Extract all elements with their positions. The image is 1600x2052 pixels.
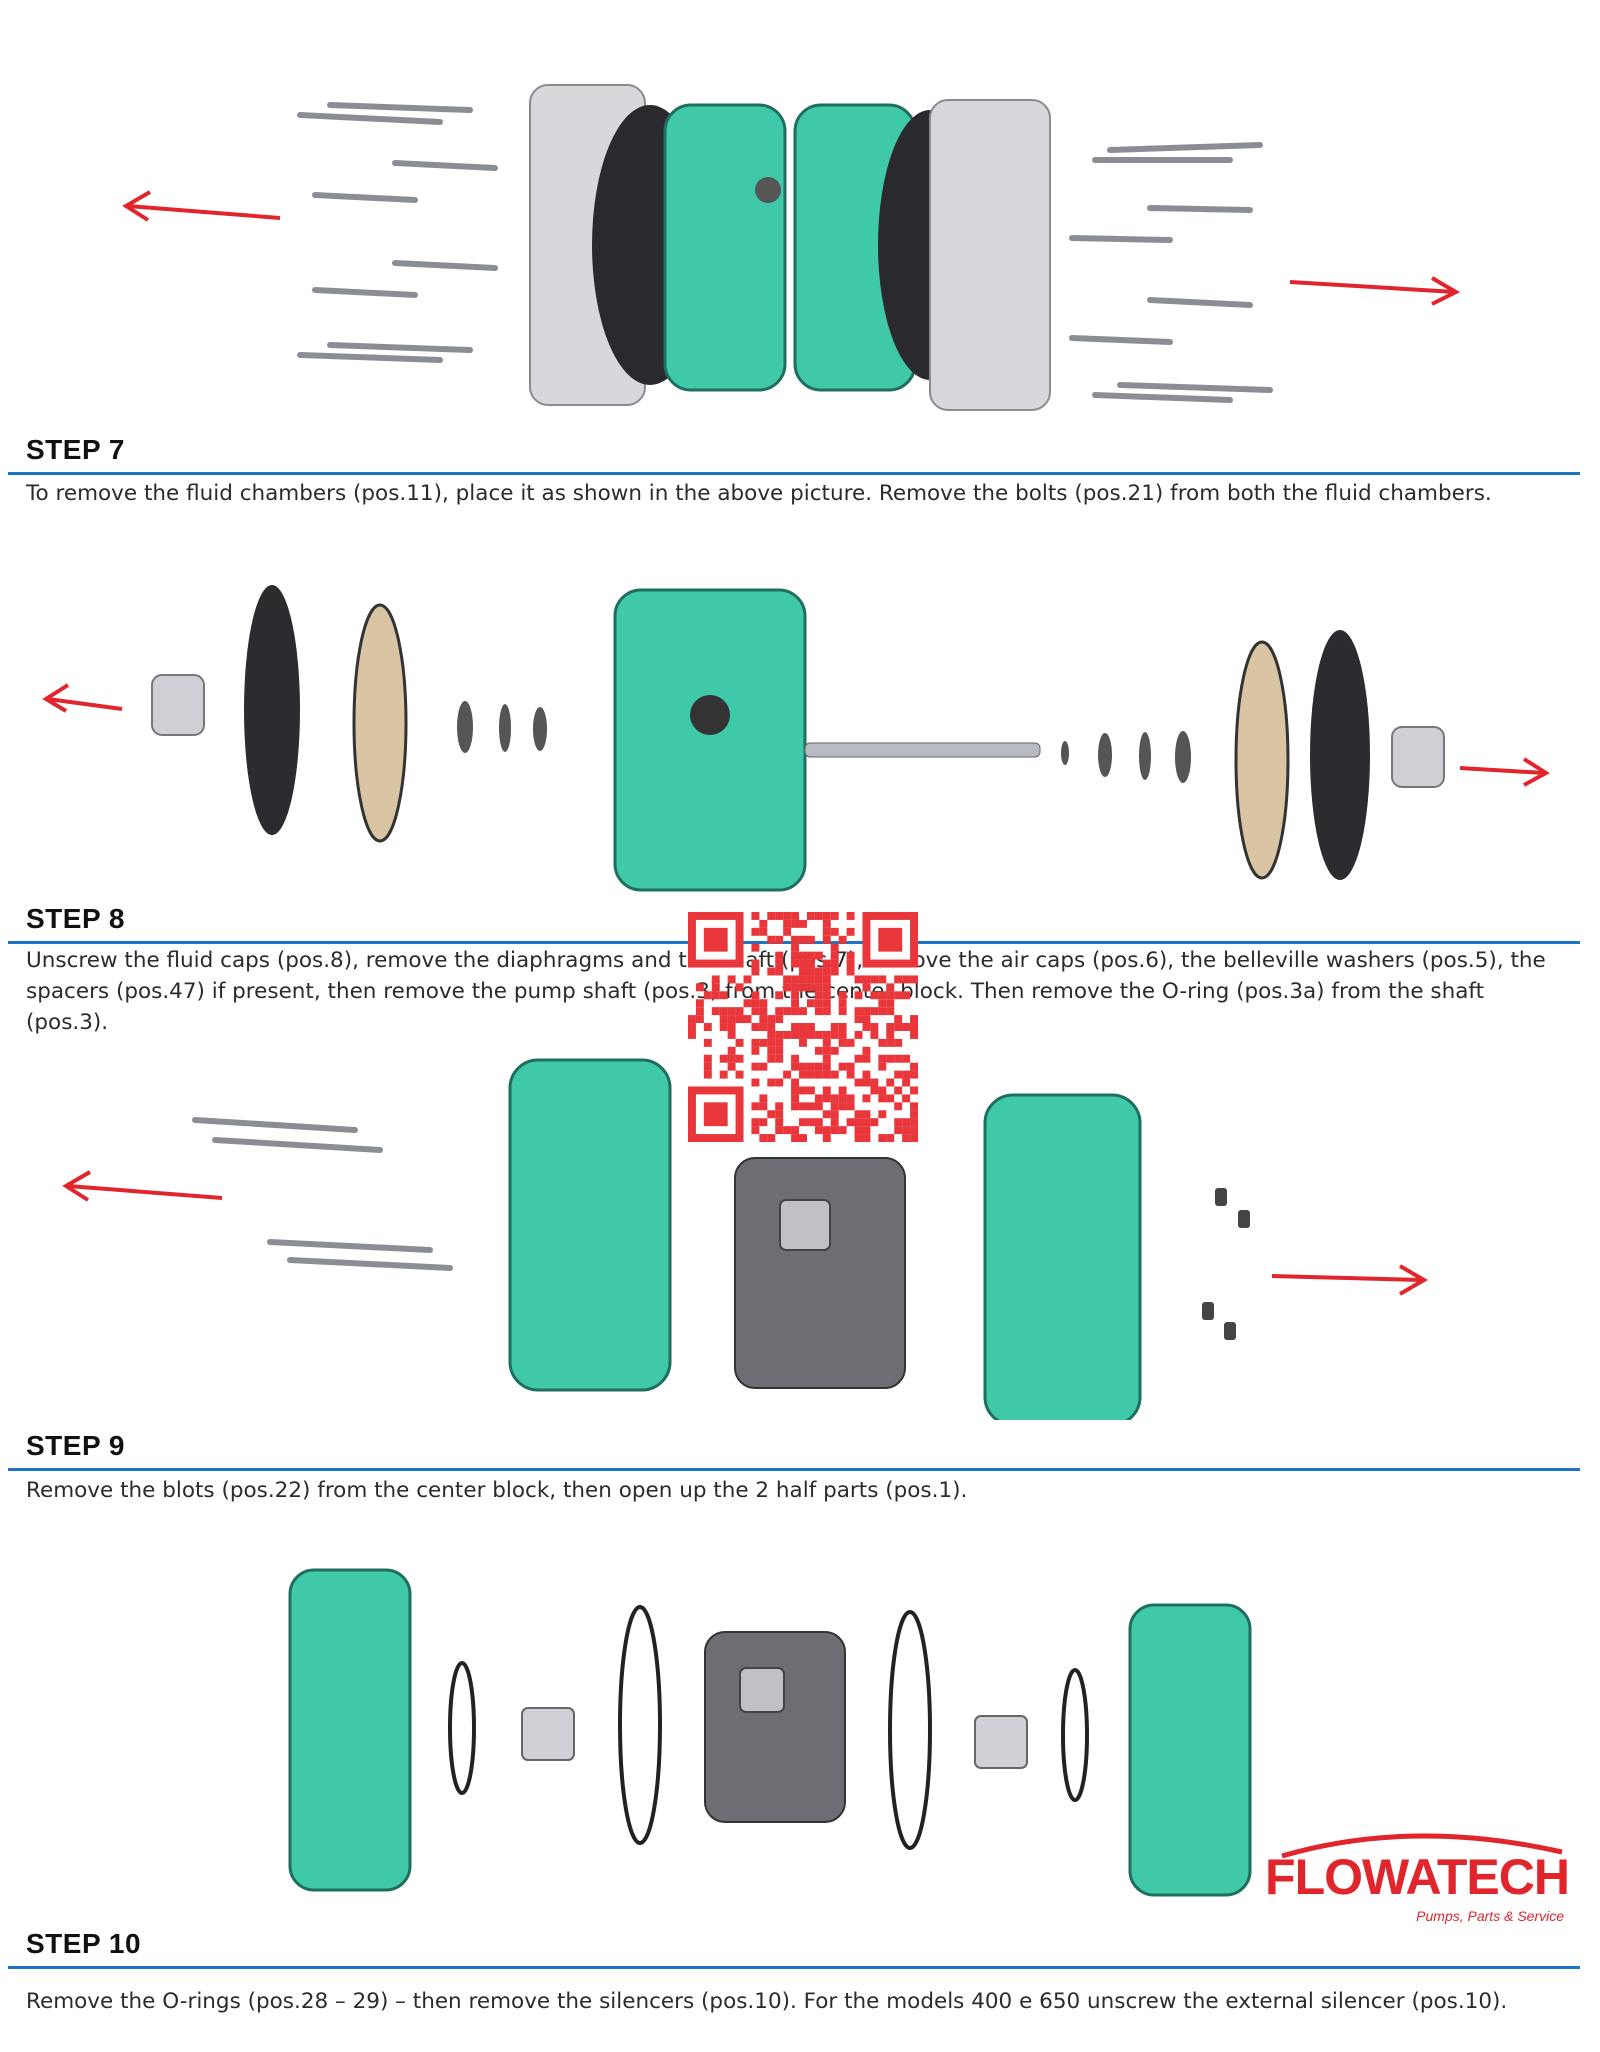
o-ring-large-right: [888, 1610, 932, 1850]
center-block-10: [704, 1631, 846, 1823]
bolts-right: [1069, 142, 1273, 403]
step7-illustration: [0, 60, 1600, 420]
diaphragm-tan-right: [1234, 640, 1290, 880]
silencer-left: [521, 1707, 575, 1761]
step9-illustration: [0, 1050, 1600, 1420]
pump-shaft: [804, 742, 1041, 758]
diaphragm-right: [1310, 630, 1370, 880]
arrow-left-icon: [62, 1170, 223, 1202]
qr-code-icon: [688, 912, 918, 1142]
logo-swoosh-icon: [1281, 1833, 1563, 1858]
flowatech-logo: FLOWATECH Pumps, Parts & Service: [1262, 1828, 1572, 1938]
logo-tagline: Pumps, Parts & Service: [1416, 1908, 1564, 1924]
center-block-9: [734, 1157, 906, 1389]
silencer-right: [974, 1715, 1028, 1769]
center-block: [663, 103, 917, 392]
arrow-left-icon: [42, 683, 123, 713]
step-9-rule: [8, 1468, 1580, 1471]
bolts-left-9: [192, 1117, 453, 1271]
step-7-text: To remove the fluid chambers (pos.11), p…: [26, 481, 1492, 506]
bolts-left: [297, 102, 498, 363]
nuts-right: [1202, 1188, 1250, 1340]
step10-illustration: [0, 1560, 1600, 1900]
center-half-left-10: [288, 1568, 412, 1892]
step8-illustration: [0, 575, 1600, 895]
step-8-title: STEP 8: [26, 903, 125, 934]
o-ring-large-left: [618, 1605, 662, 1845]
arrow-right-icon: [1271, 1264, 1428, 1296]
center-half-left: [508, 1058, 672, 1392]
step-10-text: Remove the O-rings (pos.28 – 29) – then …: [26, 1989, 1508, 2014]
step-10-title: STEP 10: [26, 1928, 142, 1959]
washers-right: [1061, 731, 1191, 783]
o-ring-small-right: [1061, 1668, 1089, 1802]
step-7-rule: [8, 472, 1580, 475]
step-9-title: STEP 9: [26, 1430, 125, 1461]
center-half-right-10: [1128, 1603, 1252, 1897]
step-9-text: Remove the blots (pos.22) from the cente…: [26, 1478, 968, 1503]
arrow-left-icon: [122, 190, 281, 222]
diaphragm-tan-left: [352, 603, 408, 843]
center-half-right: [983, 1093, 1142, 1420]
step-8-text: Unscrew the fluid caps (pos.8), remove t…: [26, 948, 1546, 1035]
washers-left: [457, 701, 547, 753]
arrow-right-icon: [1459, 757, 1550, 787]
logo-wordmark: FLOWATECH: [1265, 1849, 1570, 1905]
fluid-chamber-right: [878, 99, 1051, 411]
arrow-right-icon: [1289, 276, 1461, 306]
step-7-title: STEP 7: [26, 434, 125, 465]
diaphragm-left: [244, 585, 300, 835]
fluid-cap-right: [1391, 726, 1445, 788]
center-block-8: [613, 588, 807, 892]
fluid-cap-left: [151, 674, 205, 736]
step-10-rule: [8, 1966, 1580, 1969]
o-ring-small-left: [448, 1661, 476, 1795]
